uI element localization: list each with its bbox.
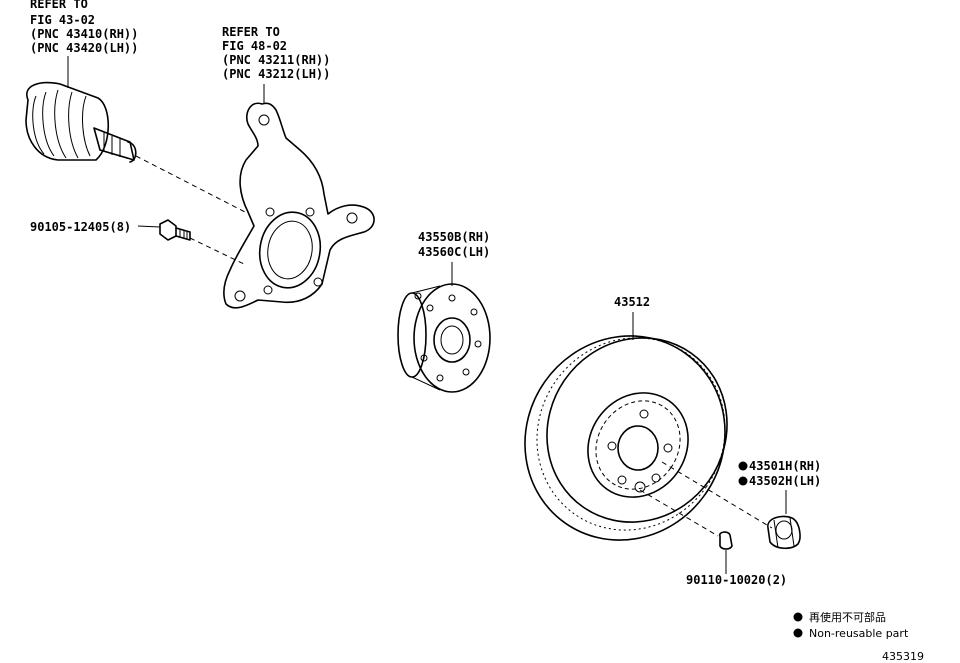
steering-knuckle-drawing bbox=[223, 102, 375, 309]
nut-axis-line bbox=[661, 461, 773, 529]
screw-drawing bbox=[718, 531, 733, 550]
hub-nut-drawing bbox=[767, 515, 801, 550]
hub-bearing-drawing bbox=[397, 283, 491, 393]
legend-item-japanese: 再使用不可部品 bbox=[809, 610, 886, 624]
cv-joint-callout-line-3: (PNC 43410(RH)) bbox=[30, 27, 138, 41]
hub-callout-lh: 43560C(LH) bbox=[418, 245, 490, 259]
cv-joint-callout-line-4: (PNC 43420(LH)) bbox=[30, 41, 138, 55]
screw-callout: 90110-10020(2) bbox=[686, 573, 787, 587]
figure-number: 435319 bbox=[882, 650, 924, 663]
legend: 再使用不可部品 Non-reusable part bbox=[793, 610, 909, 640]
cv-joint-drawing bbox=[25, 81, 137, 163]
non-reusable-marker-icon bbox=[738, 461, 748, 471]
bolt-callout: 90105-12405(8) bbox=[30, 220, 131, 234]
nut-callout-rh: 43501H(RH) bbox=[749, 459, 821, 473]
knuckle-callout-line-4: (PNC 43212(LH)) bbox=[222, 67, 330, 81]
bolt-drawing bbox=[159, 219, 191, 241]
screw-axis-line bbox=[639, 489, 719, 537]
bolt-axis-line bbox=[189, 237, 245, 265]
brake-disc-drawing bbox=[524, 335, 728, 541]
bolt-leader bbox=[137, 225, 161, 228]
cv-joint-axis-line bbox=[135, 155, 246, 213]
non-reusable-marker-icon bbox=[738, 476, 748, 486]
knuckle-callout-line-1: REFER TO bbox=[222, 25, 280, 39]
cv-joint-callout-line-2: FIG 43-02 bbox=[30, 13, 95, 27]
knuckle-callout-line-2: FIG 48-02 bbox=[222, 39, 287, 53]
legend-item-english: Non-reusable part bbox=[809, 627, 909, 640]
nut-callout-lh: 43502H(LH) bbox=[749, 474, 821, 488]
legend-bullet-icon bbox=[793, 612, 803, 622]
cv-joint-callout-line-1: REFER TO bbox=[30, 0, 88, 11]
legend-bullet-icon bbox=[793, 628, 803, 638]
knuckle-callout-line-3: (PNC 43211(RH)) bbox=[222, 53, 330, 67]
disc-callout: 43512 bbox=[614, 295, 650, 309]
hub-callout-rh: 43550B(RH) bbox=[418, 230, 490, 244]
